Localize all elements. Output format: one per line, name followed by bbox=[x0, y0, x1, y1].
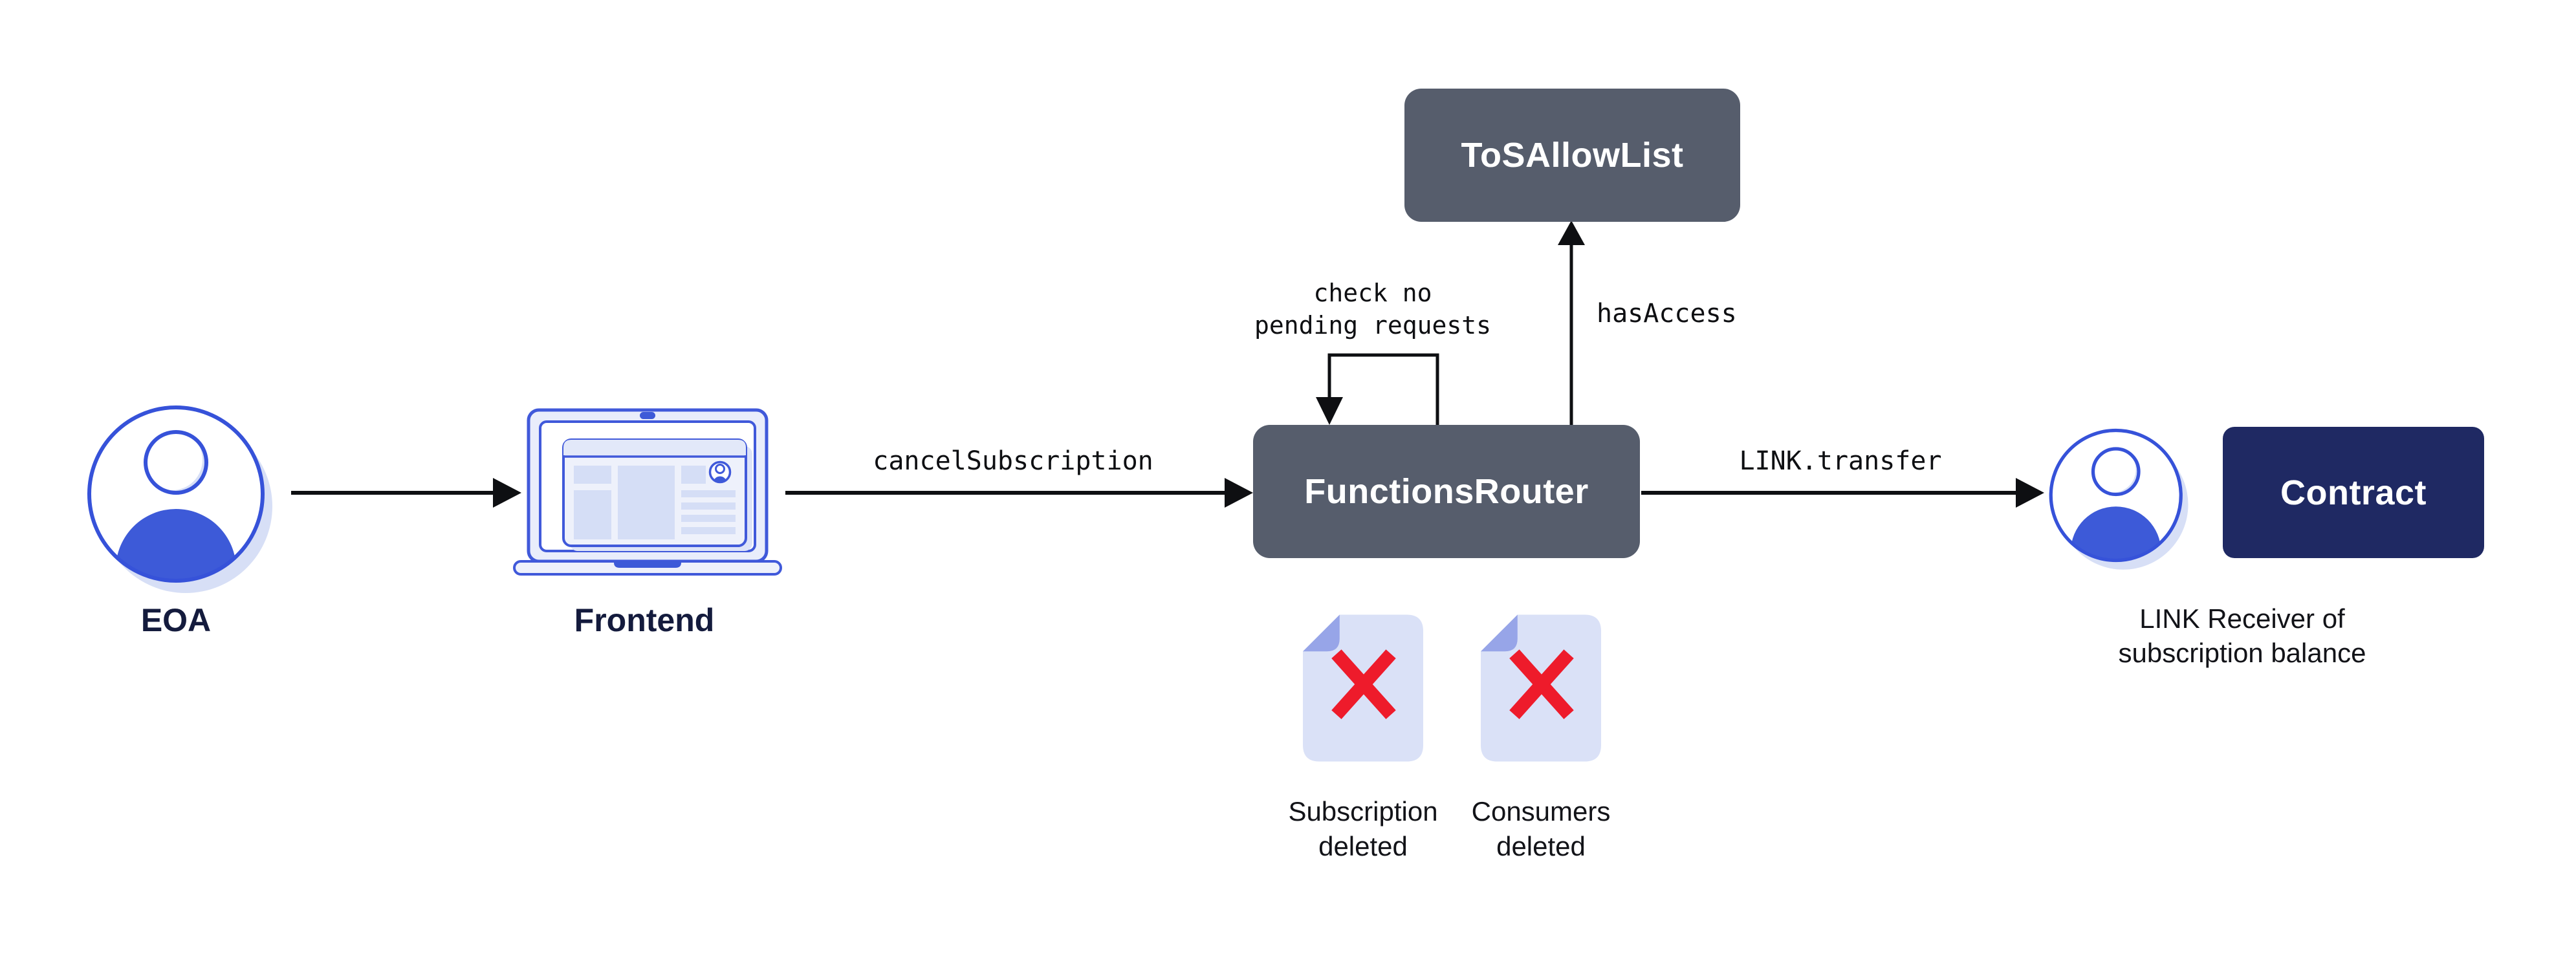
edge-label-check-pending: check no pending requests bbox=[1254, 279, 1492, 340]
link-receiver-person-avatar-icon bbox=[2049, 428, 2189, 570]
edge-label-link-transfer: LINK.transfer bbox=[1739, 446, 1942, 476]
arrow-frontend-to-functionsrouter bbox=[785, 478, 1253, 508]
red-x-icon bbox=[1509, 649, 1574, 719]
eoa-label: EOA bbox=[140, 602, 212, 638]
browser-user-avatar-icon bbox=[708, 460, 732, 484]
eoa-person-avatar-icon bbox=[87, 405, 272, 593]
arrow-self-loop-check-pending bbox=[1316, 353, 1439, 425]
consumers-deleted-label: Consumers deleted bbox=[1471, 796, 1611, 861]
node-functions-router: FunctionsRouter bbox=[1253, 425, 1640, 558]
node-tos-allow-list: ToSAllowList bbox=[1404, 89, 1740, 222]
red-x-icon bbox=[1331, 649, 1396, 719]
tos-allow-list-label: ToSAllowList bbox=[1461, 136, 1684, 175]
edge-label-has-access: hasAccess bbox=[1597, 299, 1737, 329]
contract-label: Contract bbox=[2280, 473, 2427, 512]
consumers-deleted-document-icon bbox=[1481, 614, 1601, 762]
arrow-functionsrouter-to-receiver bbox=[1641, 478, 2044, 508]
frontend-label: Frontend bbox=[574, 602, 715, 638]
edge-label-cancel-subscription: cancelSubscription bbox=[873, 446, 1153, 476]
functions-router-label: FunctionsRouter bbox=[1304, 472, 1589, 511]
frontend-laptop-icon bbox=[513, 408, 782, 576]
subscription-deleted-label: Subscription deleted bbox=[1288, 796, 1438, 861]
subscription-deleted-document-icon bbox=[1303, 614, 1423, 762]
arrow-functionsrouter-to-tosallowlist bbox=[1558, 221, 1585, 425]
link-receiver-caption: LINK Receiver of subscription balance bbox=[2118, 603, 2366, 668]
arrow-eoa-to-frontend bbox=[291, 478, 521, 508]
node-contract: Contract bbox=[2223, 427, 2484, 558]
